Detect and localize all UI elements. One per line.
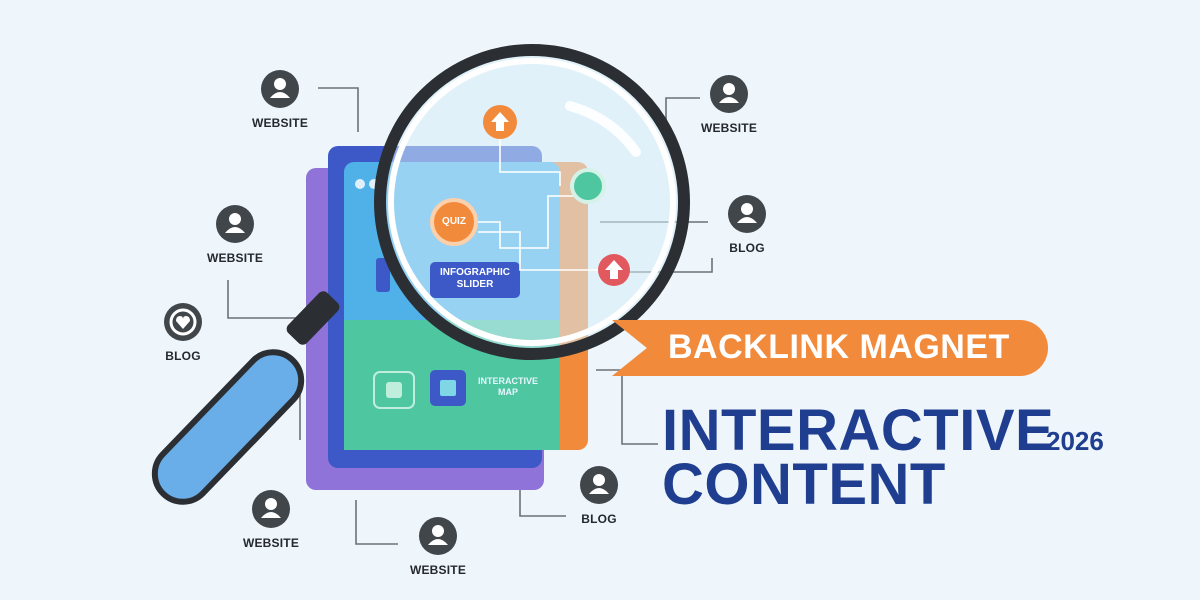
infographic-slider-label: INFOGRAPHIC SLIDER <box>440 267 510 290</box>
quiz-node <box>430 198 478 246</box>
network-node: WEBSITE <box>235 70 325 130</box>
node-label: BLOG <box>729 241 765 255</box>
person-icon <box>580 466 618 504</box>
person-icon <box>710 75 748 113</box>
node-label: WEBSITE <box>251 116 309 130</box>
person-icon <box>728 195 766 233</box>
node-label: BLOG <box>165 349 201 363</box>
arrow-up-icon <box>491 112 509 131</box>
interactive-map-label: INTERACTIVE MAP <box>477 376 538 397</box>
magnifier <box>151 44 690 505</box>
lens-shine <box>565 101 641 157</box>
network-node: BLOG <box>702 195 792 255</box>
quiz-label: QUIZ <box>442 216 466 227</box>
lens-lines <box>478 138 600 271</box>
lens-glass <box>386 56 678 348</box>
network-node: WEBSITE <box>190 205 280 265</box>
node-label: WEBSITE <box>206 251 264 265</box>
arrow-up-icon <box>605 260 623 279</box>
title-line-1: INTERACTIVE <box>662 398 1055 463</box>
node-label: WEBSITE <box>409 563 467 577</box>
slider-panel <box>430 262 520 298</box>
network-node: WEBSITE <box>393 517 483 577</box>
window-dot-icon <box>355 179 365 189</box>
person-icon <box>252 490 290 528</box>
banner-text: BACKLINK MAGNET <box>668 328 1010 366</box>
node-label: BLOG <box>581 512 617 526</box>
map-thumb-outline <box>373 371 415 409</box>
network-node: BLOG <box>138 303 228 363</box>
person-icon <box>419 517 457 555</box>
network-node: WEBSITE <box>684 75 774 135</box>
teal-node <box>570 168 606 204</box>
person-icon <box>216 205 254 243</box>
node-label: WEBSITE <box>700 121 758 135</box>
slider-side <box>376 258 390 292</box>
network-node: BLOG <box>554 466 644 526</box>
network-node: WEBSITE <box>226 490 316 550</box>
year-label: 2026 <box>1046 426 1104 456</box>
map-thumb-icon <box>386 382 402 398</box>
person-icon <box>261 70 299 108</box>
node-label: WEBSITE <box>242 536 300 550</box>
backlink-banner: BACKLINK MAGNET <box>612 320 1048 376</box>
title-line-2: CONTENT <box>662 452 946 517</box>
heart-icon <box>164 303 202 341</box>
